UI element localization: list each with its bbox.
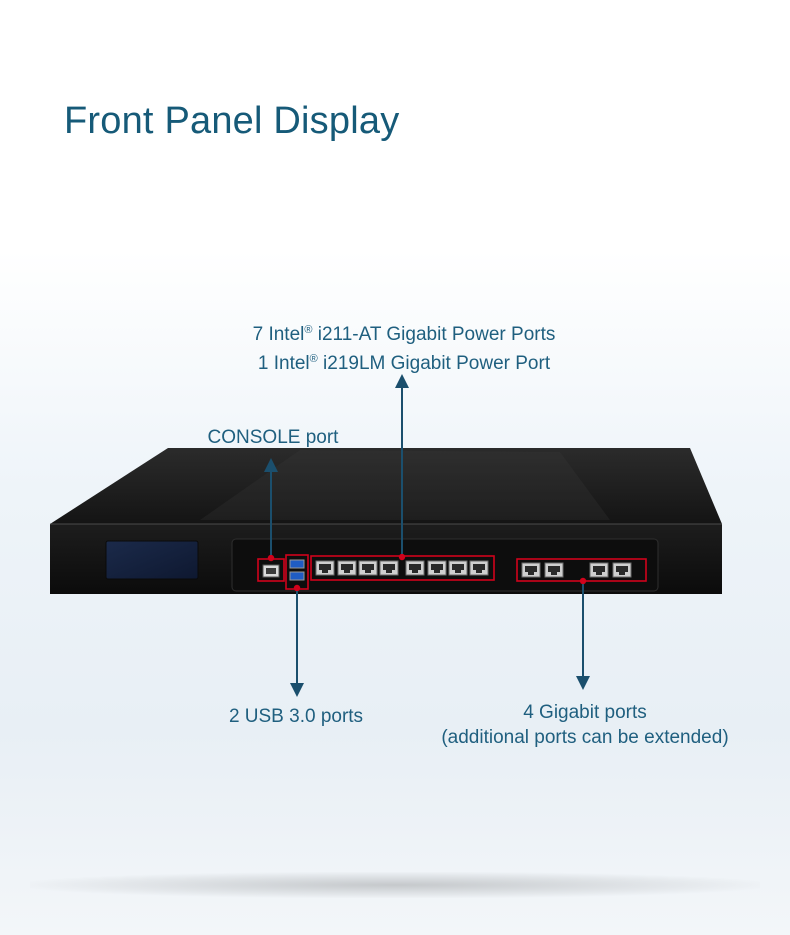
ethernet-port-icon xyxy=(358,560,378,576)
chassis-top xyxy=(50,448,722,524)
usb-ports-label: 2 USB 3.0 ports xyxy=(228,706,364,727)
page-title: Front Panel Display xyxy=(64,100,400,142)
intel-dot xyxy=(398,553,406,561)
ethernet-ports-main xyxy=(315,560,489,576)
ethernet-port-icon xyxy=(427,560,447,576)
usb-ports-icon xyxy=(289,559,305,581)
extension-dot xyxy=(579,577,587,585)
console-port-label: CONSOLE port xyxy=(207,427,339,448)
console-dot xyxy=(267,554,275,562)
ethernet-port-icon xyxy=(612,562,632,578)
floor-shadow xyxy=(30,872,760,898)
usb-dot xyxy=(293,584,301,592)
extra-ports-label: 4 Gigabit ports (additional ports can be… xyxy=(441,702,729,748)
ethernet-port-icon xyxy=(405,560,425,576)
ethernet-port-icon xyxy=(379,560,399,576)
lcd-display xyxy=(105,540,199,580)
chassis-top-sheen xyxy=(200,450,610,520)
ethernet-port-icon xyxy=(469,560,489,576)
ethernet-ports-extension xyxy=(521,562,632,578)
console-port-icon xyxy=(262,564,280,578)
ethernet-port-icon xyxy=(521,562,541,578)
ethernet-port-icon xyxy=(337,560,357,576)
ethernet-port-icon xyxy=(448,560,468,576)
ethernet-port-icon xyxy=(544,562,564,578)
ethernet-port-icon xyxy=(589,562,609,578)
ethernet-port-icon xyxy=(315,560,335,576)
intel-ports-label: 7 Intel® i211-AT Gigabit Power Ports 1 I… xyxy=(252,324,556,374)
